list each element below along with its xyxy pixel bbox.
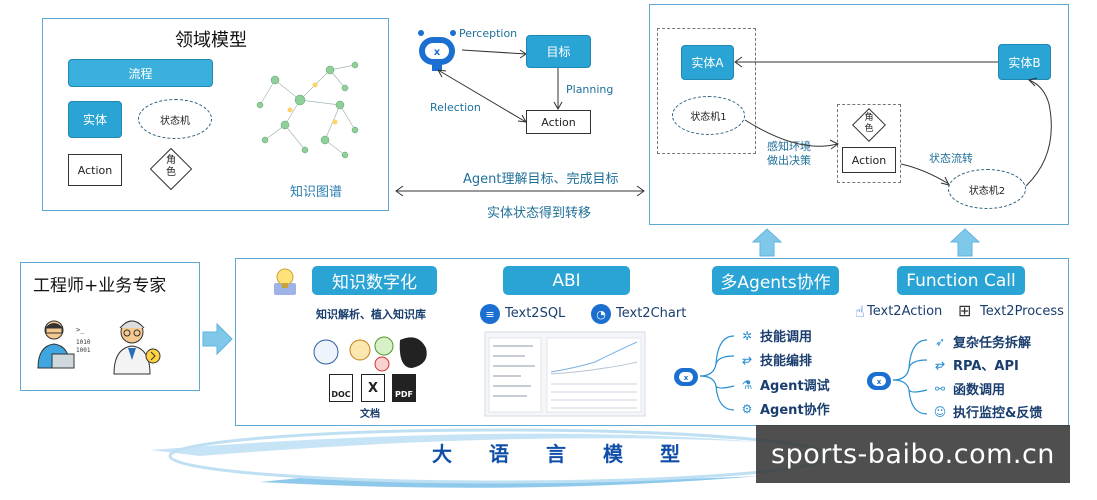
debug-flask-icon: ⚗ <box>741 377 753 392</box>
experts-arrow <box>202 322 233 356</box>
text2process-label: Text2Process <box>980 304 1064 319</box>
function-call-item-4: ☺执行监控&反馈 <box>933 404 1043 422</box>
knowledge-graph-label: 知识图谱 <box>290 185 343 200</box>
function-call-item-3: ⚯函数调用 <box>934 381 1006 399</box>
panel-action-box: Action <box>842 147 896 173</box>
text2sql-label: Text2SQL <box>505 306 566 321</box>
documents-label: 文档 <box>360 409 380 420</box>
skill-orchestrate-icon: ⥂ <box>742 352 752 366</box>
business-expert-icon <box>113 320 161 375</box>
multi-agents-robot-icon: x <box>674 368 698 386</box>
collaboration-gear-icon: ⚙ <box>741 401 753 416</box>
entity-b-box: 实体B <box>998 44 1051 80</box>
decide-label: 做出决策 <box>767 154 811 167</box>
rocket-icon: ➶ <box>934 334 946 349</box>
text2chart-icon: ◔ <box>591 304 611 324</box>
agent-understands-label: Agent理解目标、完成目标 <box>463 172 619 187</box>
multi-agents-item-3: ⚗Agent调试 <box>741 377 830 395</box>
doc-file-icon: DOC <box>329 374 353 402</box>
function-call-item-1: ➶复杂任务拆解 <box>934 334 1032 352</box>
svg-text:x: x <box>434 47 441 58</box>
knowledge-digitization-pill: 知识数字化 <box>312 266 437 295</box>
agent-robot-icon: x <box>418 30 456 71</box>
llm-char-3: 言 <box>546 442 566 466</box>
text2action-label: Text2Action <box>867 304 943 319</box>
function-call-branches <box>892 339 928 415</box>
knowledge-subtitle: 知识解析、植入知识库 <box>316 308 426 321</box>
knowledge-network-icons <box>313 336 427 372</box>
state-machine-2-ellipse: 状态机2 <box>948 169 1026 209</box>
abi-pill: ABI <box>503 266 630 295</box>
state-machine-ellipse: 状态机 <box>138 99 212 139</box>
text2action-icon: ☝ <box>855 302 865 321</box>
state-machine-1-ellipse: 状态机1 <box>672 96 745 135</box>
llm-char-4: 模 <box>603 442 623 466</box>
relection-label: Relection <box>430 101 481 114</box>
entity-panel-arrows <box>734 56 1052 187</box>
knowledge-digitization-icon <box>274 268 296 295</box>
entity-a-group <box>657 28 756 154</box>
function-call-robot-icon: x <box>867 372 891 390</box>
flow-box: 流程 <box>68 59 213 87</box>
goal-box: 目标 <box>526 35 591 68</box>
entity-a-box: 实体A <box>681 45 734 80</box>
up-arrow-right <box>949 228 981 257</box>
svg-text:x: x <box>877 378 882 386</box>
function-call-item-2: ⥂RPA、API <box>933 355 1019 374</box>
action-box: Action <box>68 154 122 186</box>
pdf-file-icon: PDF <box>392 374 416 402</box>
excel-file-icon: X <box>361 374 385 402</box>
planning-arrow <box>553 68 563 111</box>
text2chart-label: Text2Chart <box>616 306 687 321</box>
skill-call-icon: ✲ <box>741 328 753 343</box>
perceive-label: 感知环境 <box>767 140 811 153</box>
multi-agents-branches <box>699 335 735 411</box>
perception-label: Perception <box>459 27 518 40</box>
perception-arrow <box>461 49 527 59</box>
svg-text:x: x <box>684 374 689 382</box>
svg-text:>_: >_ <box>76 326 85 334</box>
text2sql-icon: ≡ <box>480 304 500 324</box>
experts-label: 工程师+业务专家 <box>33 276 167 296</box>
link-icon: ⚯ <box>934 381 946 396</box>
function-call-pill: Function Call <box>897 266 1025 295</box>
knowledge-graph-illustration <box>256 61 359 159</box>
abi-screenshot-illustration <box>484 331 646 417</box>
entity-box: 实体 <box>68 101 122 138</box>
svg-text:1010: 1010 <box>76 339 91 346</box>
llm-char-2: 语 <box>489 442 509 466</box>
watermark-overlay: sports-baibo.com.cn <box>756 425 1070 483</box>
state-flow-label: 状态流转 <box>929 152 973 165</box>
relection-arrow <box>437 69 527 123</box>
text2process-icon: ⊞ <box>958 301 972 320</box>
multi-agents-item-4: ⚙Agent协作 <box>741 401 830 419</box>
multi-agents-item-2: ⥂技能编排 <box>740 350 812 369</box>
rpa-api-icon: ⥂ <box>935 357 945 371</box>
llm-char-1: 大 <box>432 442 452 466</box>
bidirectional-arrow <box>395 185 645 197</box>
engineer-icon: >_ 1010 1001 <box>37 320 91 369</box>
svg-text:1001: 1001 <box>76 347 91 354</box>
llm-char-5: 型 <box>660 442 680 466</box>
panel-role-label: 角色 <box>864 113 874 134</box>
entity-transition-label: 实体状态得到转移 <box>487 206 592 221</box>
multi-agents-item-1: ✲技能调用 <box>741 328 813 346</box>
up-arrow-left <box>751 228 783 257</box>
monitor-feedback-icon: ☺ <box>933 404 947 419</box>
domain-model-title: 领域模型 <box>175 30 247 51</box>
agent-action-box: Action <box>526 110 591 134</box>
planning-label: Planning <box>566 83 614 96</box>
multi-agents-pill: 多Agents协作 <box>712 266 839 295</box>
role-label: 角色 <box>166 155 176 178</box>
